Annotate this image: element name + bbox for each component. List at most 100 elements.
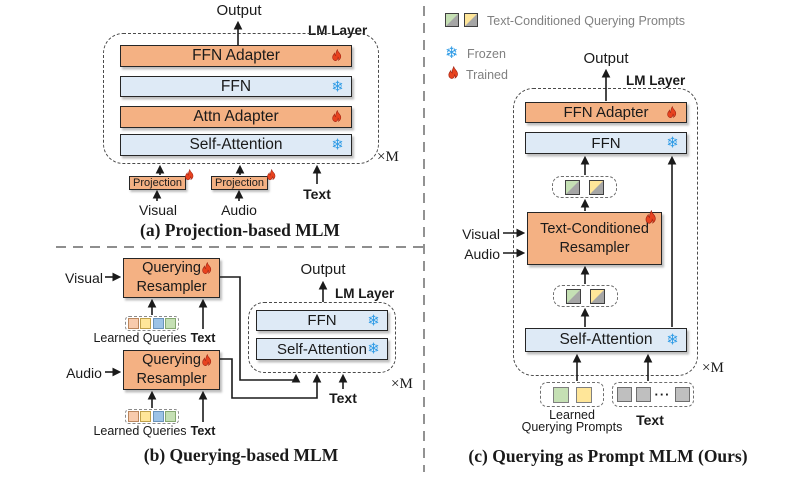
c-text-conditioned-resampler-box: Text-Conditioned Resampler bbox=[527, 210, 662, 265]
green-prompt-token bbox=[565, 179, 580, 195]
a-audio-label: Audio bbox=[221, 202, 257, 218]
b-self-attention-label: Self-Attention bbox=[276, 340, 368, 358]
fire-icon bbox=[643, 210, 659, 226]
b-output-label: Output bbox=[300, 261, 346, 278]
a-visual-label: Visual bbox=[139, 202, 177, 218]
snowflake-icon: ❄ bbox=[367, 339, 380, 358]
snowflake-icon: ❄ bbox=[445, 43, 459, 62]
b-ffn-bar: FFN ❄ bbox=[256, 310, 388, 331]
a-output-label: Output bbox=[216, 2, 262, 19]
b-learned-queries-label-2: Learned Queries bbox=[93, 424, 187, 438]
ellipsis-dots: ··· bbox=[654, 387, 671, 402]
b-self-attention-bar: Self-Attention ❄ bbox=[256, 338, 388, 360]
c-output-label: Output bbox=[583, 50, 629, 67]
fire-icon bbox=[200, 354, 214, 368]
legend-prompts-label: Text-Conditioned Querying Prompts bbox=[487, 14, 686, 28]
b-resampler1-line2: Resampler bbox=[136, 279, 207, 295]
c-learned-prompts-box bbox=[540, 382, 604, 407]
a-repeat-label: ×M bbox=[377, 149, 399, 165]
legend-yellow-prompt-icon bbox=[464, 13, 478, 27]
a-self-attention-bar: Self-Attention ❄ bbox=[120, 134, 352, 156]
a-projection-visual-label: Projection bbox=[133, 177, 182, 189]
c-audio-label: Audio bbox=[464, 246, 500, 262]
a-lm-layer-box bbox=[103, 33, 379, 164]
a-ffn-adapter-bar: FFN Adapter bbox=[120, 45, 352, 67]
legend-green-prompt-icon bbox=[445, 13, 459, 27]
fire-icon bbox=[446, 66, 461, 81]
b-querying-resampler-visual-box: Querying Resampler bbox=[123, 258, 220, 298]
c-visual-label: Visual bbox=[462, 226, 500, 242]
text-token bbox=[674, 387, 690, 402]
a-attn-adapter-bar: Attn Adapter bbox=[120, 106, 352, 128]
c-learned-prompts-label-line1: Learned bbox=[549, 408, 595, 422]
fire-icon bbox=[265, 169, 278, 182]
c-prompt-box-upper bbox=[552, 176, 617, 198]
query-token-green bbox=[165, 411, 177, 422]
b-resampler2-line2: Resampler bbox=[136, 371, 207, 387]
fire-icon bbox=[330, 110, 344, 124]
text-token bbox=[616, 387, 632, 402]
c-lm-layer-label: LM Layer bbox=[626, 73, 686, 88]
query-token-peach bbox=[127, 411, 139, 422]
green-prompt-token bbox=[552, 386, 569, 403]
c-ffn-adapter-label: FFN Adapter bbox=[563, 104, 649, 121]
a-lm-layer-label: LM Layer bbox=[308, 23, 368, 38]
c-self-attention-label: Self-Attention bbox=[559, 331, 653, 348]
yellow-prompt-token bbox=[590, 288, 605, 304]
b-audio-label: Audio bbox=[66, 365, 102, 381]
b-learned-queries-strip-2 bbox=[125, 409, 179, 424]
text-token bbox=[635, 387, 651, 402]
b-text-label: Text bbox=[329, 390, 357, 406]
snowflake-icon: ❄ bbox=[331, 77, 344, 95]
a-ffn-bar: FFN ❄ bbox=[120, 76, 352, 97]
c-caption: (c) Querying as Prompt MLM (Ours) bbox=[468, 446, 748, 466]
b-repeat-label: ×M bbox=[391, 376, 413, 392]
c-resampler-line1: Text-Conditioned bbox=[540, 220, 649, 237]
fire-icon bbox=[183, 169, 196, 182]
a-projection-visual-box: Projection bbox=[129, 169, 194, 190]
b-learned-queries-label-1: Learned Queries bbox=[93, 331, 187, 345]
snowflake-icon: ❄ bbox=[666, 133, 679, 152]
a-caption: (a) Projection-based MLM bbox=[140, 220, 340, 240]
c-self-attention-bar: Self-Attention ❄ bbox=[525, 328, 687, 352]
fire-icon bbox=[200, 262, 214, 276]
c-learned-prompts-label-line2: Querying Prompts bbox=[521, 420, 623, 434]
b-text-in-label-1: Text bbox=[190, 331, 216, 345]
a-self-attention-label: Self-Attention bbox=[189, 136, 283, 153]
c-repeat-label: ×M bbox=[702, 360, 724, 376]
legend-trained-label: Trained bbox=[466, 68, 508, 82]
query-token-blue bbox=[152, 411, 164, 422]
b-resampler1-line1: Querying bbox=[142, 260, 201, 277]
green-prompt-token bbox=[566, 288, 581, 304]
yellow-prompt-token bbox=[589, 179, 604, 195]
a-projection-audio-label: Projection bbox=[215, 177, 264, 189]
a-ffn-label: FFN bbox=[220, 77, 252, 95]
fire-icon bbox=[330, 49, 344, 63]
b-learned-queries-strip-1 bbox=[125, 316, 179, 331]
b-querying-resampler-audio-box: Querying Resampler bbox=[123, 350, 220, 390]
c-resampler-line2: Resampler bbox=[559, 239, 630, 256]
query-token-peach bbox=[127, 318, 139, 329]
b-ffn-label: FFN bbox=[307, 312, 337, 329]
b-text-in-label-2: Text bbox=[190, 424, 216, 438]
query-token-blue bbox=[152, 318, 164, 329]
b-lm-layer-label: LM Layer bbox=[335, 286, 395, 301]
b-visual-label: Visual bbox=[65, 270, 103, 286]
c-prompt-box-lower bbox=[553, 285, 618, 307]
c-text-label: Text bbox=[636, 412, 664, 428]
c-ffn-bar: FFN ❄ bbox=[525, 132, 687, 154]
c-ffn-label: FFN bbox=[591, 134, 621, 152]
query-token-green bbox=[165, 318, 177, 329]
query-token-yellow bbox=[140, 318, 152, 329]
b-resampler2-line1: Querying bbox=[142, 352, 201, 369]
snowflake-icon: ❄ bbox=[367, 311, 380, 329]
a-projection-audio-box: Projection bbox=[211, 169, 276, 190]
snowflake-icon: ❄ bbox=[666, 330, 679, 349]
c-ffn-adapter-bar: FFN Adapter bbox=[525, 102, 687, 123]
c-text-tokens-box: ··· bbox=[612, 382, 694, 407]
query-token-yellow bbox=[140, 411, 152, 422]
snowflake-icon: ❄ bbox=[331, 135, 344, 154]
b-caption: (b) Querying-based MLM bbox=[143, 445, 339, 465]
legend-frozen-label: Frozen bbox=[467, 47, 506, 61]
